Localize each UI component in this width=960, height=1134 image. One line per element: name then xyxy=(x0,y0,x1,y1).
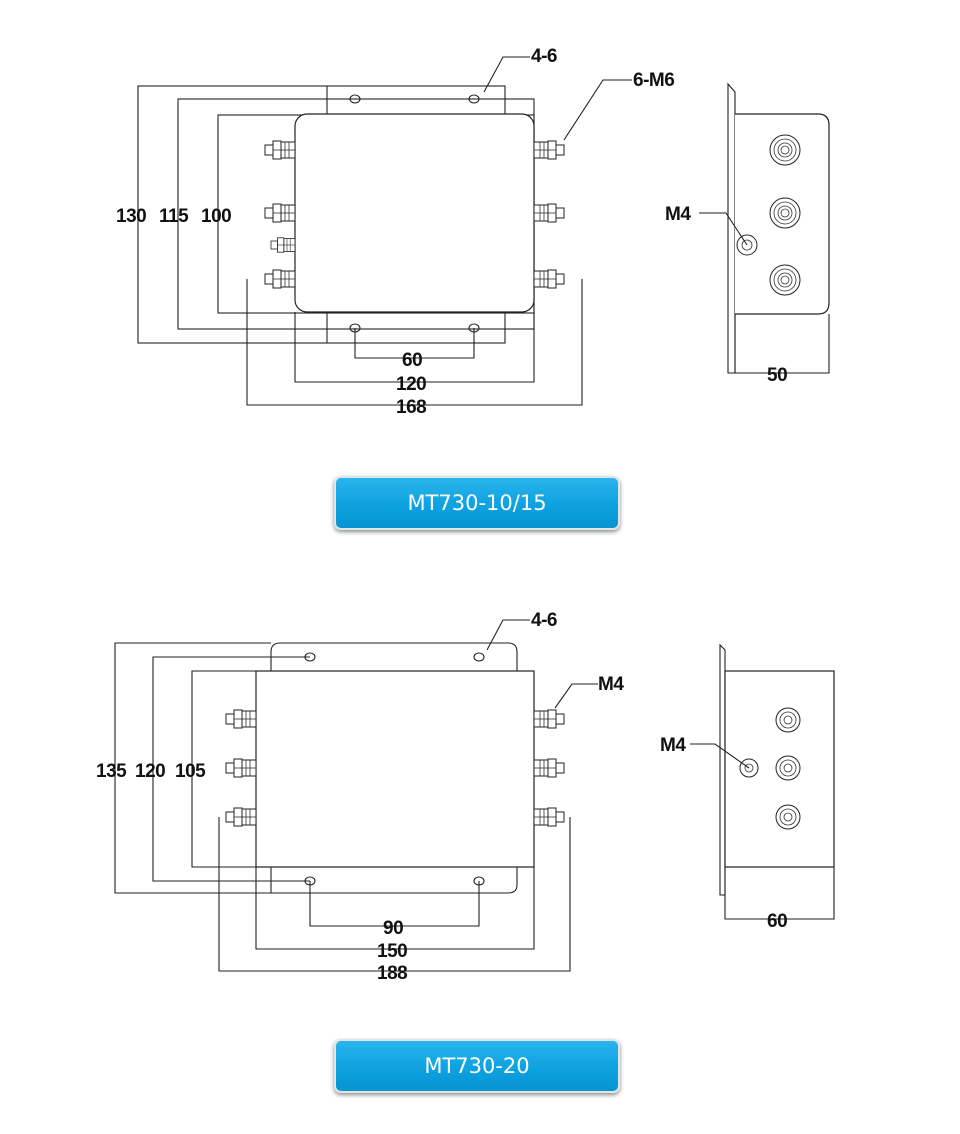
terminal-right xyxy=(533,709,565,729)
dim-hole-spacing: 90 xyxy=(383,918,403,939)
dim-overall-width: 168 xyxy=(396,397,426,418)
label-ground-stud: M4 xyxy=(660,735,686,756)
terminal-stud xyxy=(775,707,801,733)
diagram-2-front-view xyxy=(114,619,598,972)
mounting-hole xyxy=(468,94,480,104)
dim-height-mid: 115 xyxy=(159,206,189,227)
label-mount-holes: 4-6 xyxy=(531,610,557,631)
terminal-right xyxy=(533,807,565,827)
terminal-left xyxy=(225,807,257,827)
filter-body xyxy=(294,113,535,313)
filter-body xyxy=(255,670,535,868)
label-mount-holes: 4-6 xyxy=(531,46,557,67)
dim-height-mid: 120 xyxy=(135,761,165,782)
terminal-right xyxy=(533,269,565,289)
label-terminal-thread: 6-M6 xyxy=(633,70,674,91)
terminal-left xyxy=(225,709,257,729)
mounting-hole xyxy=(473,652,485,662)
terminal-stud xyxy=(769,197,801,229)
terminal-left xyxy=(225,758,257,778)
terminal-right xyxy=(533,203,565,223)
terminal-stud xyxy=(769,134,801,166)
ground-terminal xyxy=(270,237,296,253)
terminal-left xyxy=(264,140,296,160)
mounting-hole xyxy=(304,652,316,662)
terminal-right xyxy=(533,140,565,160)
model-badge: MT730-20 xyxy=(334,1039,620,1093)
dim-body-width: 150 xyxy=(377,941,407,962)
dim-height-inner: 105 xyxy=(175,761,206,782)
diagram-2-side-view xyxy=(690,643,835,920)
model-badge: MT730-10/15 xyxy=(334,476,620,530)
terminal-stud xyxy=(775,755,801,781)
dim-overall-width: 188 xyxy=(377,963,407,984)
mounting-hole xyxy=(349,94,361,104)
terminal-right xyxy=(533,758,565,778)
dim-hole-spacing: 60 xyxy=(402,350,422,371)
dim-height-outer: 135 xyxy=(96,761,127,782)
dim-body-width: 120 xyxy=(396,374,426,395)
diagram-1-front-view xyxy=(137,56,632,406)
terminal-left xyxy=(264,203,296,223)
label-ground-stud: M4 xyxy=(665,204,691,225)
terminal-left xyxy=(264,269,296,289)
dim-height-inner: 100 xyxy=(201,206,231,227)
dim-height-outer: 130 xyxy=(116,206,146,227)
terminal-stud xyxy=(775,804,801,830)
diagram-1-side-view xyxy=(699,82,830,374)
dim-depth: 50 xyxy=(767,365,787,386)
terminal-stud xyxy=(769,264,801,296)
dim-depth: 60 xyxy=(767,911,787,932)
label-terminal-thread: M4 xyxy=(598,674,624,695)
